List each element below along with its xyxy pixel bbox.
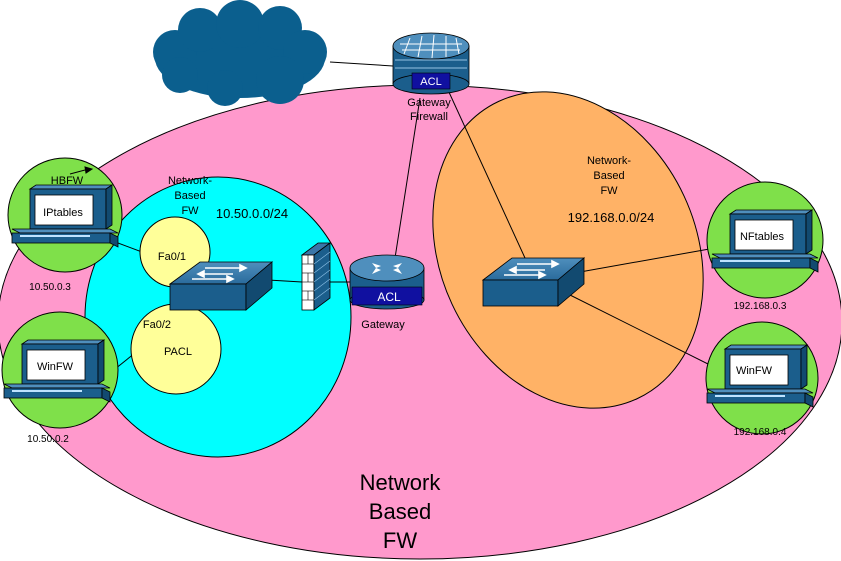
winfw-right-screen-label: WinFW (736, 365, 773, 377)
gateway-firewall-label-line2: Firewall (410, 111, 448, 123)
gateway-firewall-acl-badge: ACL (420, 76, 441, 88)
hbfw-label: HBFW (51, 175, 84, 187)
outer-zone-label-line3: FW (383, 528, 417, 553)
gateway-router-icon (349, 254, 425, 310)
outer-zone-label-line2: Based (369, 499, 431, 524)
port-fa02-label: Fa0/2 (143, 319, 171, 331)
left-zone-label-line1: Network- (168, 175, 212, 187)
winfw-left-screen-label: WinFW (37, 361, 74, 373)
right-zone-subnet: 192.168.0.0/24 (568, 210, 655, 225)
link-right-switch-to-winfw-right (559, 289, 731, 376)
labels: ACL Gateway Firewall ACL Gateway Network… (27, 76, 787, 553)
workstation-winfw-left-icon (3, 339, 111, 403)
port-fa02-pacl-label: PACL (164, 346, 192, 358)
link-left-switch-to-firewall (267, 279, 303, 283)
right-zone-label-line2: Based (593, 170, 624, 182)
workstation-iptables-icon (11, 184, 119, 248)
nftables-ip: 192.168.0.3 (734, 301, 787, 312)
gateway-label: Gateway (361, 319, 405, 331)
hbfw-arrow-icon (69, 166, 94, 175)
workstation-winfw-right-icon (706, 344, 814, 408)
internet-cloud-icon (153, 0, 327, 106)
link-cloud-to-gateway-firewall (329, 61, 394, 67)
left-zone-subnet: 10.50.0.0/24 (216, 206, 288, 221)
left-zone-label-line3: FW (181, 205, 199, 217)
workstation-nftables-icon (711, 209, 819, 273)
outer-zone-label-line1: Network (360, 470, 442, 495)
nftables-screen-label: NFtables (740, 231, 785, 243)
port-fa01-label: Fa0/1 (158, 251, 186, 263)
link-right-switch-to-nftables (579, 247, 716, 273)
zone-right-subnet (432, 91, 704, 409)
left-switch-icon (168, 261, 274, 311)
right-zone-label-line3: FW (600, 185, 618, 197)
iptables-ip: 10.50.0.3 (29, 282, 71, 293)
right-zone-label-line1: Network- (587, 155, 631, 167)
winfw-right-ip: 192.168.0.4 (734, 427, 787, 438)
gateway-firewall-label-line1: Gateway (407, 97, 451, 109)
link-gateway-firewall-to-gateway (394, 97, 421, 259)
iptables-screen-label: IPtables (43, 207, 83, 219)
right-switch-icon (481, 257, 586, 307)
winfw-left-ip: 10.50.0.2 (27, 434, 69, 445)
left-zone-label-line2: Based (174, 190, 205, 202)
link-gateway-firewall-to-right-switch (447, 89, 526, 259)
firewall-wall-icon (300, 242, 332, 311)
gateway-firewall-router-icon (392, 32, 470, 95)
gateway-acl-badge: ACL (377, 290, 401, 304)
